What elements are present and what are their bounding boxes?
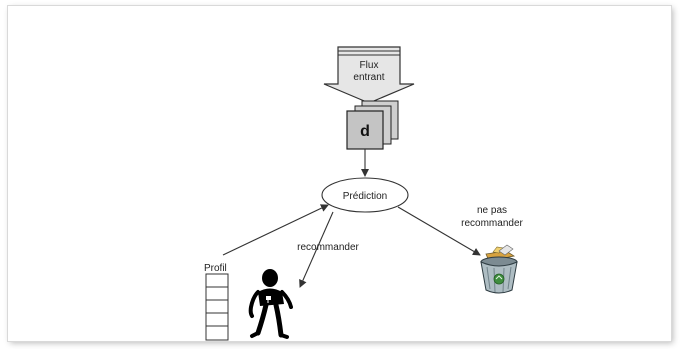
document-label: d [360,123,370,140]
profile-stack [205,273,229,341]
recommend-arrow [299,211,334,288]
prediction-node: Prédiction [321,177,409,213]
prediction-label: Prédiction [343,191,387,202]
profile-label: Profil [204,263,227,274]
user-icon [248,269,293,339]
profile-to-prediction-arrow [222,204,329,256]
not-recommend-arrow [397,206,481,256]
input-flow-label-line2: entrant [353,72,384,83]
not-recommend-label-line2: recommander [461,218,523,229]
document-stack: d [346,100,399,150]
input-flow-arrow: Flux entrant [323,46,415,104]
trash-icon [480,244,518,294]
input-flow-label-line1: Flux [360,60,379,71]
not-recommend-label-line1: ne pas [477,205,507,216]
recommend-label: recommander [297,242,359,253]
